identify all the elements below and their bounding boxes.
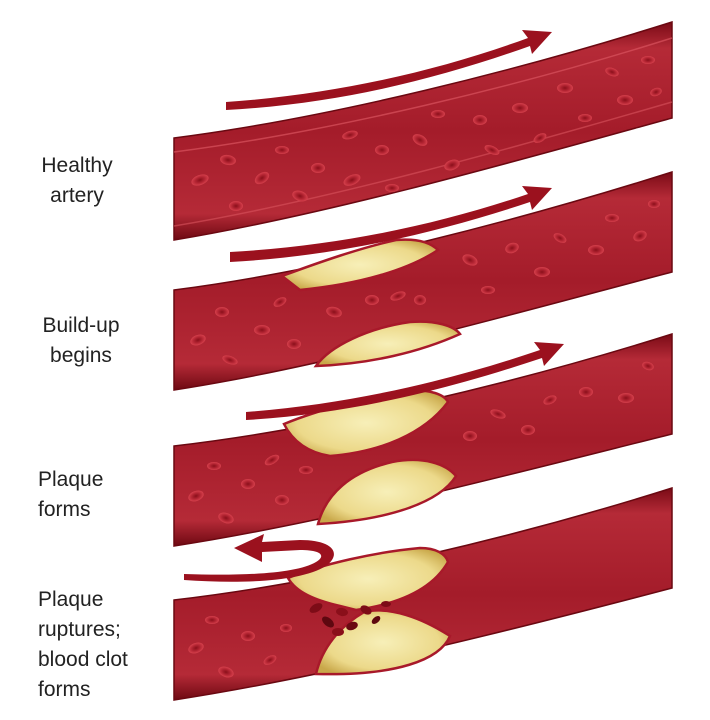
flow-arrow-1 bbox=[226, 30, 552, 110]
flow-arrow-3 bbox=[246, 342, 564, 420]
plaque-bottom-large bbox=[316, 458, 458, 526]
blood-cells-healthy bbox=[191, 56, 662, 211]
vessel-buildup bbox=[173, 170, 673, 391]
vessel-healthy-body bbox=[173, 20, 673, 241]
label-buildup-line-1: Build-up bbox=[42, 314, 120, 337]
plaque-top-ruptured bbox=[286, 546, 450, 612]
plaque-bottom-small bbox=[313, 320, 462, 368]
vessel-plaque bbox=[173, 332, 673, 547]
label-plaque-forms: Plaque forms bbox=[38, 465, 178, 525]
label-rupture-line-3: blood clot bbox=[38, 648, 128, 671]
reversed-flow-arrow bbox=[184, 534, 334, 582]
label-plaque-line-2: forms bbox=[38, 498, 91, 521]
label-rupture-line-2: ruptures; bbox=[38, 618, 121, 641]
vessel-healthy bbox=[173, 20, 673, 241]
label-healthy-artery: Healthy artery bbox=[34, 151, 120, 211]
plaque-top-small bbox=[279, 238, 440, 292]
label-plaque-ruptures: Plaque ruptures; blood clot forms bbox=[38, 585, 178, 705]
flow-arrow-2 bbox=[230, 186, 552, 262]
label-healthy-line-1: Healthy bbox=[41, 154, 113, 177]
label-buildup-begins: Build-up begins bbox=[31, 311, 131, 371]
vessel-rupture bbox=[173, 486, 673, 701]
label-plaque-line-1: Plaque bbox=[38, 468, 104, 491]
label-rupture-line-1: Plaque bbox=[38, 588, 104, 611]
blood-cells-plaque bbox=[188, 361, 654, 524]
blood-cells-buildup bbox=[190, 200, 660, 365]
blood-clot bbox=[309, 601, 391, 636]
label-buildup-line-2: begins bbox=[50, 344, 112, 367]
blood-cells-rupture bbox=[188, 616, 292, 678]
label-rupture-line-4: forms bbox=[38, 678, 91, 701]
label-healthy-line-2: artery bbox=[50, 184, 104, 207]
